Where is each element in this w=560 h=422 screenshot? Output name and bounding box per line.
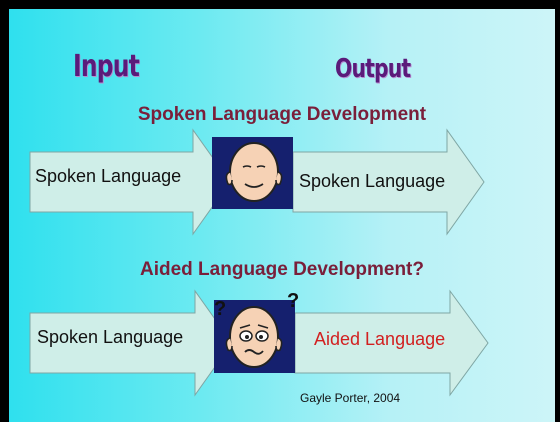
input-arrow-2-label: Spoken Language [37,327,184,347]
spoken-development-title: Spoken Language Development [137,104,427,125]
input-arrow-2 [29,289,233,397]
output-arrow-2 [294,289,489,397]
output-arrow-1-label: Spoken Language [299,171,446,191]
input-heading: Input [73,49,140,84]
aided-development-title: Aided Language Development? [140,259,424,280]
confused-face-icon [225,306,283,368]
output-arrow-1 [292,128,485,236]
question-mark-right: ? [287,290,300,312]
slide: Input Output Spoken Language Development… [9,9,555,422]
output-arrow-2-label: Aided Language [314,329,446,349]
input-arrow-1 [29,128,231,236]
output-heading: Output [335,54,411,84]
smiling-face-icon [225,142,283,202]
question-mark-left: ? [214,298,227,320]
input-arrow-1-label: Spoken Language [35,166,182,186]
credit: Gayle Porter, 2004 [300,391,401,405]
